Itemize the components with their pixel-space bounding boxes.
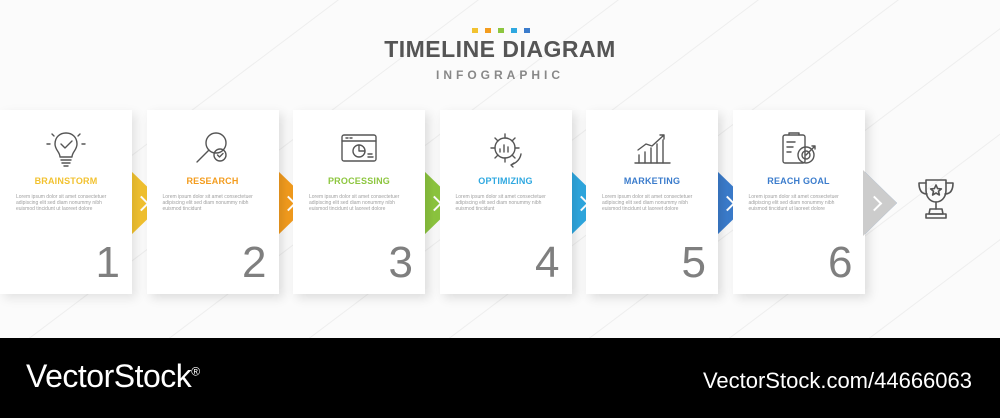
step-label: BRAINSTORM [34,176,98,186]
browser-chart-icon [293,130,425,164]
step-label: OPTIMIZING [478,176,533,186]
trophy-icon [918,179,954,219]
magnifier-check-icon [147,130,279,164]
final-arrow-head [862,170,897,236]
step-number: 3 [388,238,413,287]
color-dot [511,28,517,33]
step-card: MARKETING Lorem ipsum dolor sit amet cons… [586,110,718,294]
step-number: 2 [242,238,267,287]
growth-chart-icon [586,130,718,164]
step-description: Lorem ipsum dolor sit amet consectetuer … [16,194,107,213]
color-dots [472,28,530,33]
step-number: 5 [681,238,706,287]
registered-mark: ® [191,364,200,379]
page-subtitle: INFOGRAPHIC [436,68,564,82]
step-card: RESEARCH Lorem ipsum dolor sit amet conse… [146,110,279,294]
step-description: Lorem ipsum dolor sit amet consectetuer … [455,194,546,213]
color-dot [472,28,478,33]
brand-logo: VectorStock® [26,358,200,395]
step-description: Lorem ipsum dolor sit amet consectetuer … [748,194,839,213]
step-number: 4 [535,238,560,287]
brand-name: VectorStock [26,358,192,394]
gear-chart-icon [440,130,572,168]
color-dot [498,28,504,33]
step-label: PROCESSING [327,176,390,186]
color-dot [485,28,491,33]
step-description: Lorem ipsum dolor sit amet consectetuer … [162,194,253,213]
step-label: MARKETING [623,176,681,186]
step-label: RESEARCH [186,176,239,186]
step-number: 6 [828,238,853,287]
image-id: VectorStock.com/44666063 [702,368,972,393]
step-description: Lorem ipsum dolor sit amet consectetuer … [602,194,693,213]
lightbulb-icon [0,130,132,167]
step-card: PROCESSING Lorem ipsum dolor sit amet con… [293,110,425,294]
step-card: REACH GOAL Lorem ipsum dolor sit amet con… [732,110,865,294]
clipboard-target-icon [733,130,865,164]
step-description: Lorem ipsum dolor sit amet consectetuer … [309,194,400,213]
color-dot [524,28,530,33]
step-label: REACH GOAL [767,176,830,186]
infographic-canvas: TIMELINE DIAGRAM INFOGRAPHIC BRAINSTORM L… [0,0,1000,338]
page-title: TIMELINE DIAGRAM [384,36,616,62]
step-number: 1 [95,238,120,287]
footer-bar [0,338,1000,418]
step-card: OPTIMIZING Lorem ipsum dolor sit amet con… [439,110,572,294]
step-card: BRAINSTORM Lorem ipsum dolor sit amet con… [0,110,132,294]
